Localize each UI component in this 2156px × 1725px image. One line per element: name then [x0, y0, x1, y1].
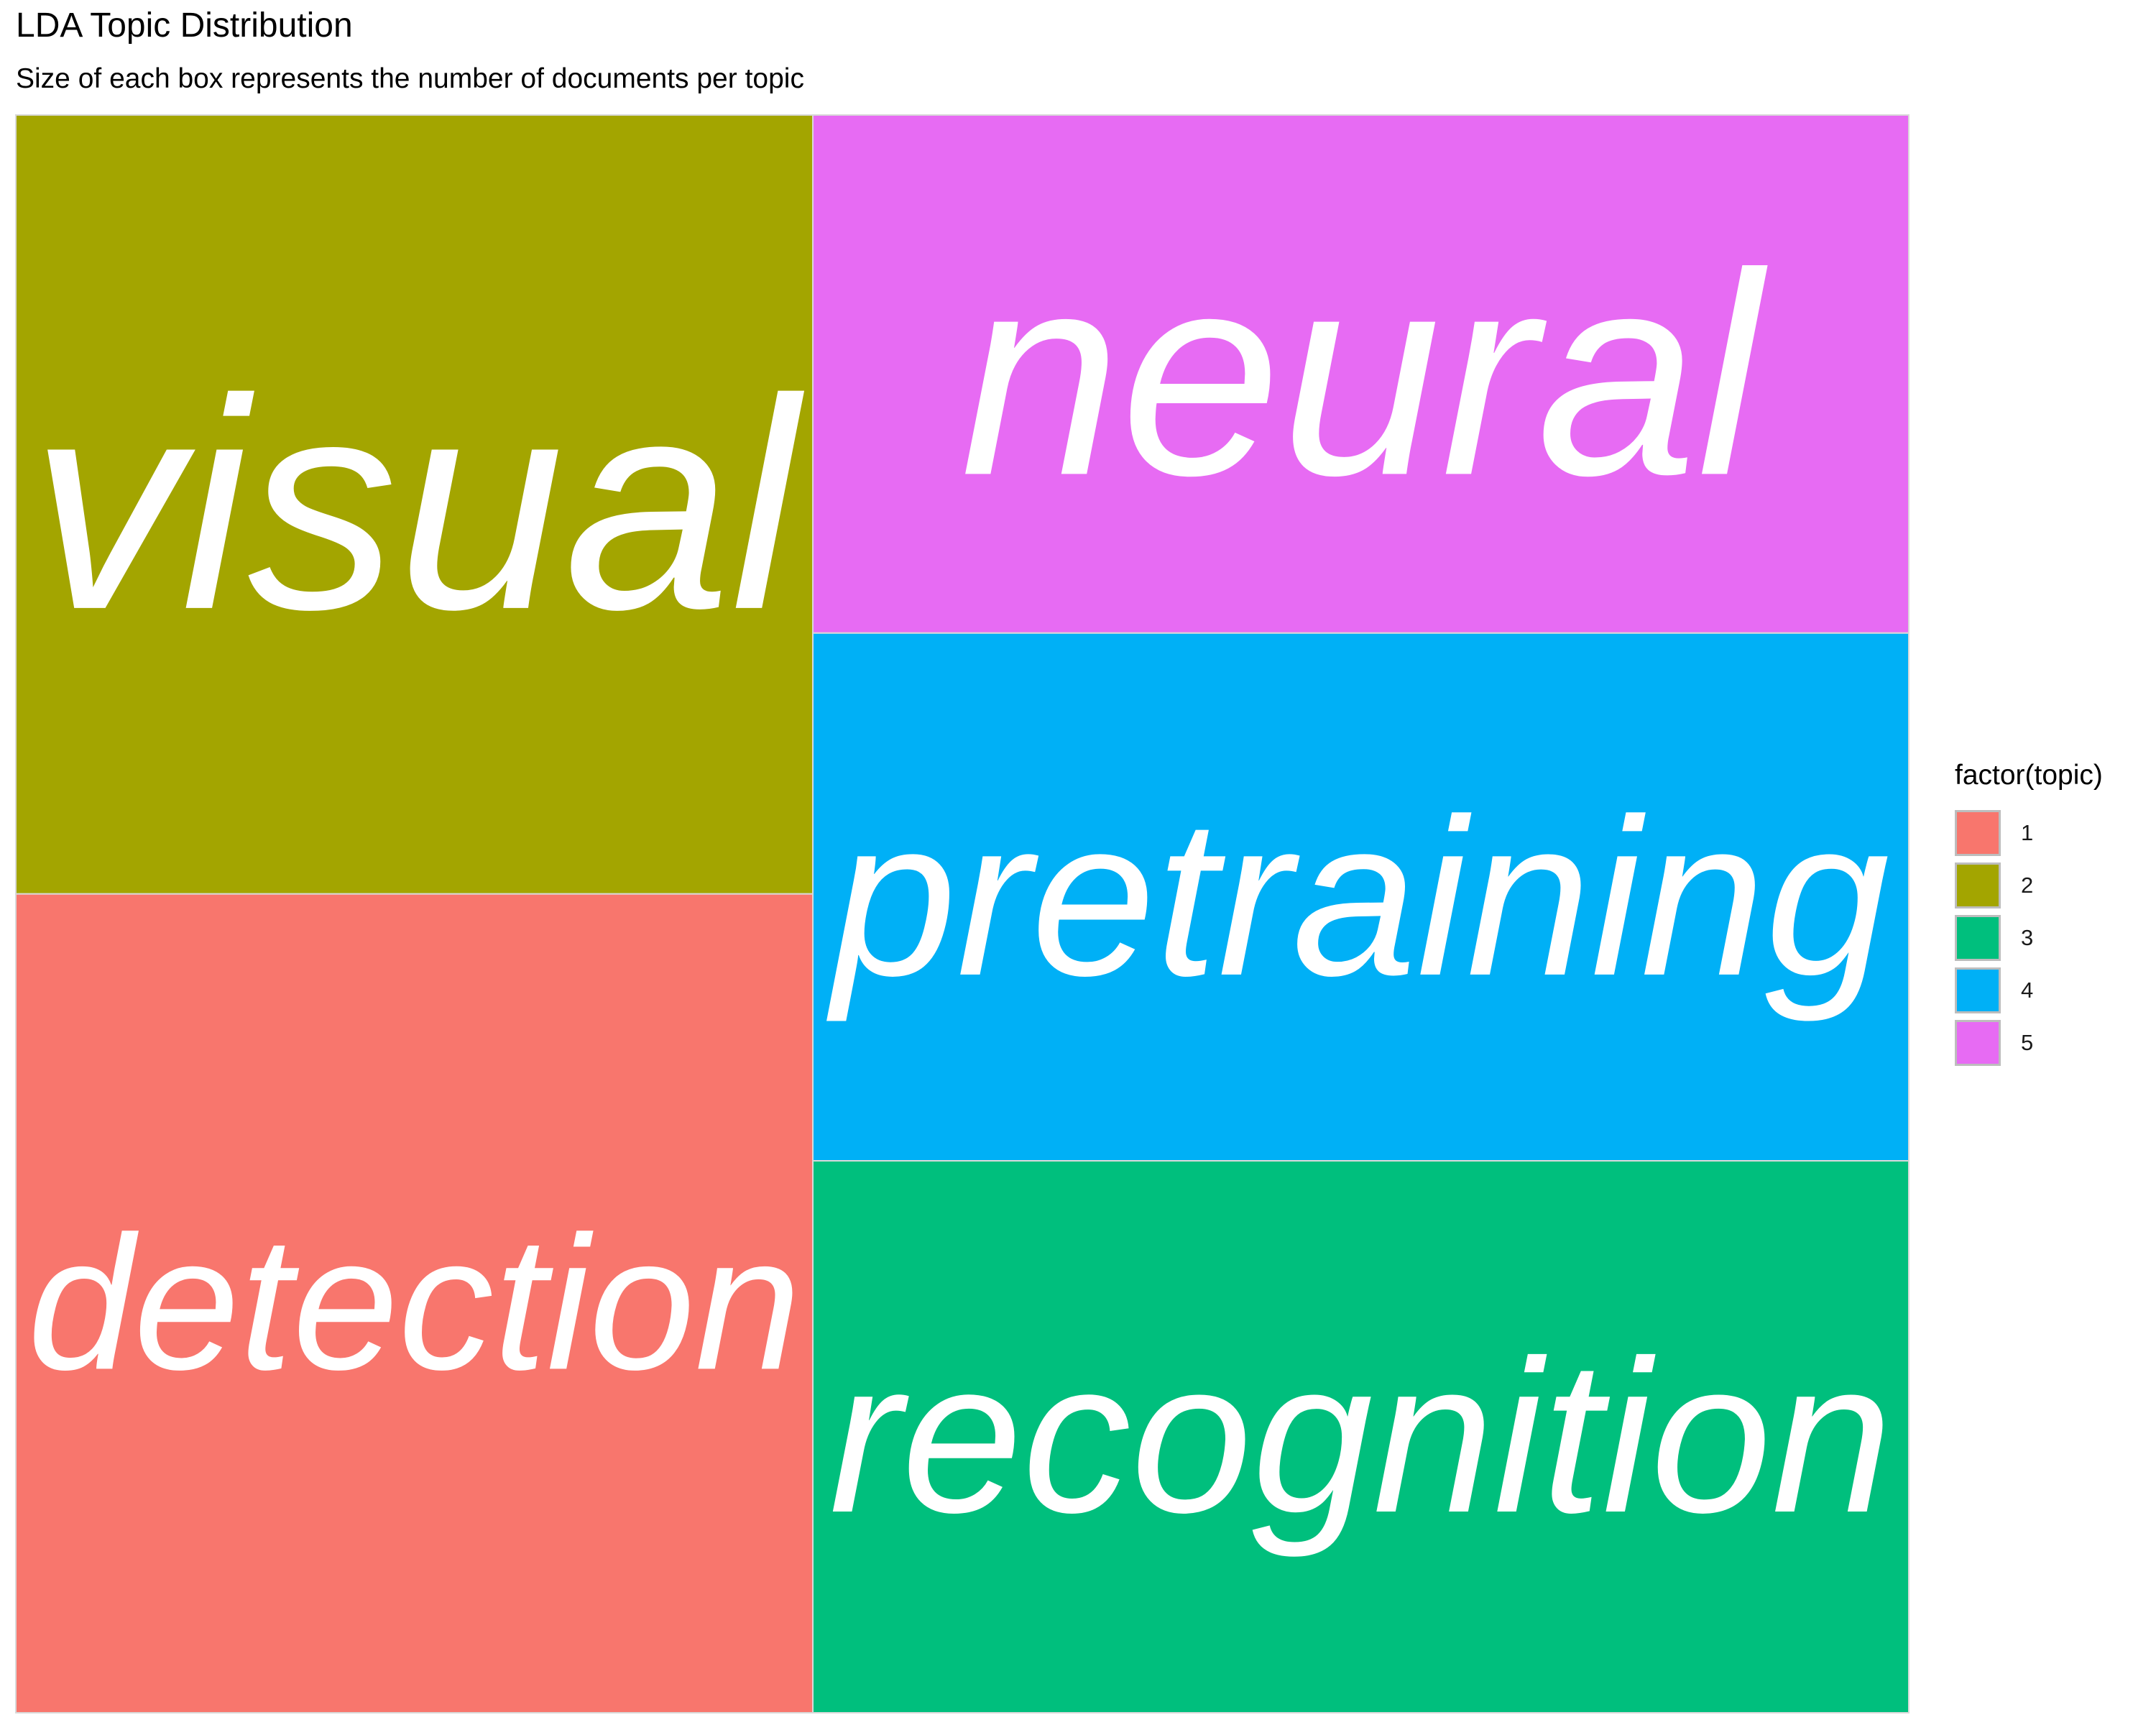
tile-rect-topic-3 [812, 1160, 1909, 1714]
legend-key-3 [1955, 914, 2001, 961]
tile-rect-topic-2 [15, 114, 814, 895]
chart-subtitle: Size of each box represents the number o… [16, 63, 804, 94]
tile-topic-3: recognition [812, 1160, 1909, 1714]
legend-label-4: 4 [2021, 977, 2034, 1003]
tile-rect-topic-4 [812, 632, 1909, 1162]
legend-label-2: 2 [2021, 872, 2034, 898]
legend-label-5: 5 [2021, 1029, 2034, 1055]
legend-title: factor(topic) [1955, 760, 2103, 791]
legend-key-5 [1955, 1019, 2001, 1066]
legend-label-3: 3 [2021, 924, 2034, 950]
legend-item-5: 5 [1955, 1016, 2142, 1069]
legend-item-3: 3 [1955, 911, 2142, 964]
tile-label-topic-4: pretraining [825, 772, 1891, 1024]
legend-key-1 [1955, 809, 2001, 856]
tile-rect-topic-5 [812, 114, 1909, 634]
chart-title: LDA Topic Distribution [16, 6, 353, 45]
tile-topic-1: detection [15, 893, 814, 1714]
tile-topic-4: pretraining [812, 632, 1909, 1162]
legend-item-4: 4 [1955, 964, 2142, 1016]
legend: factor(topic) 1 2 3 4 5 [1955, 760, 2142, 1069]
legend-key-4 [1955, 967, 2001, 1013]
tile-topic-2: visual [15, 114, 814, 895]
tile-label-topic-5: neural [960, 213, 1769, 535]
legend-items: 1 2 3 4 5 [1955, 806, 2142, 1069]
tile-rect-topic-1 [15, 893, 814, 1714]
legend-label-1: 1 [2021, 819, 2034, 845]
tile-label-topic-2: visual [31, 337, 806, 672]
tile-topic-5: neural [812, 114, 1909, 634]
tile-label-topic-3: recognition [829, 1315, 1892, 1559]
legend-item-1: 1 [1955, 806, 2142, 859]
legend-key-2 [1955, 862, 2001, 908]
legend-item-2: 2 [1955, 859, 2142, 911]
tile-label-topic-1: detection [28, 1197, 801, 1409]
treemap-plot: visual detection neural pretraining recognit… [15, 114, 1909, 1714]
